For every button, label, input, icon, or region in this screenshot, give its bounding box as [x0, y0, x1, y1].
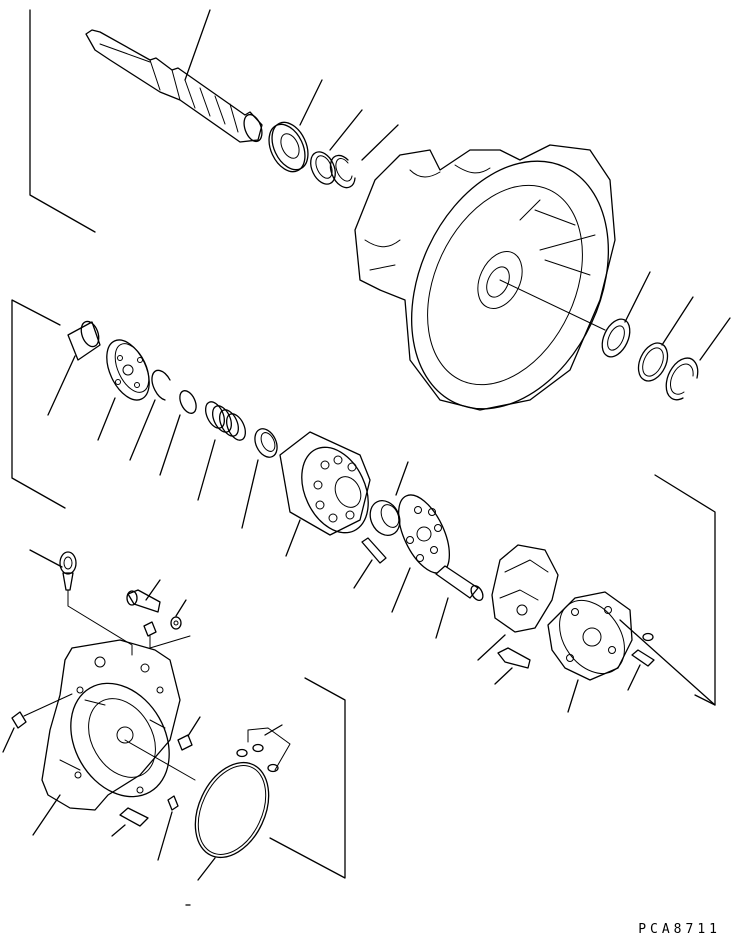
plug-small	[144, 622, 190, 648]
pin-right	[628, 650, 654, 690]
drive-shaft	[86, 10, 265, 144]
piston	[436, 566, 485, 638]
servo-piston-block	[478, 545, 558, 660]
cap-screw	[127, 580, 160, 612]
washer-small	[171, 600, 186, 629]
plug-left	[3, 694, 72, 752]
group-frame-middle	[12, 300, 65, 508]
snap-ring-upper	[330, 125, 398, 188]
swash-plate-cover	[546, 588, 638, 712]
spacer-ring-upper	[306, 110, 362, 188]
valve-plate-small	[98, 333, 158, 440]
retainer-plate	[388, 487, 460, 612]
pin-lower	[112, 808, 148, 836]
snap-ring-middle	[130, 370, 170, 460]
pump-housing	[355, 129, 647, 441]
washer-right	[633, 297, 693, 386]
plug-right-cap	[178, 717, 200, 750]
o-ring-large	[181, 751, 283, 880]
ring-middle	[160, 388, 199, 475]
group-frame-upper	[30, 10, 95, 232]
snap-ring-right	[666, 318, 730, 400]
needle-bearing	[48, 319, 102, 415]
bearing-upper	[262, 80, 322, 177]
spring-seat	[242, 425, 281, 528]
o-rings-pair	[237, 725, 290, 772]
group-frame-lower	[125, 678, 345, 878]
drawing-code: PCA8711	[638, 922, 721, 937]
eye-bolt	[30, 550, 132, 655]
o-ring-small-right	[643, 634, 653, 641]
cylinder-block	[280, 432, 381, 556]
end-cap	[33, 640, 189, 835]
pin-middle	[354, 538, 386, 588]
bolt-middle	[495, 648, 530, 684]
spring-coil	[198, 399, 249, 500]
pin-slim	[158, 796, 178, 860]
group-frame-right	[620, 475, 715, 705]
seal-ring-right	[597, 272, 650, 361]
spherical-bushing	[365, 462, 408, 540]
